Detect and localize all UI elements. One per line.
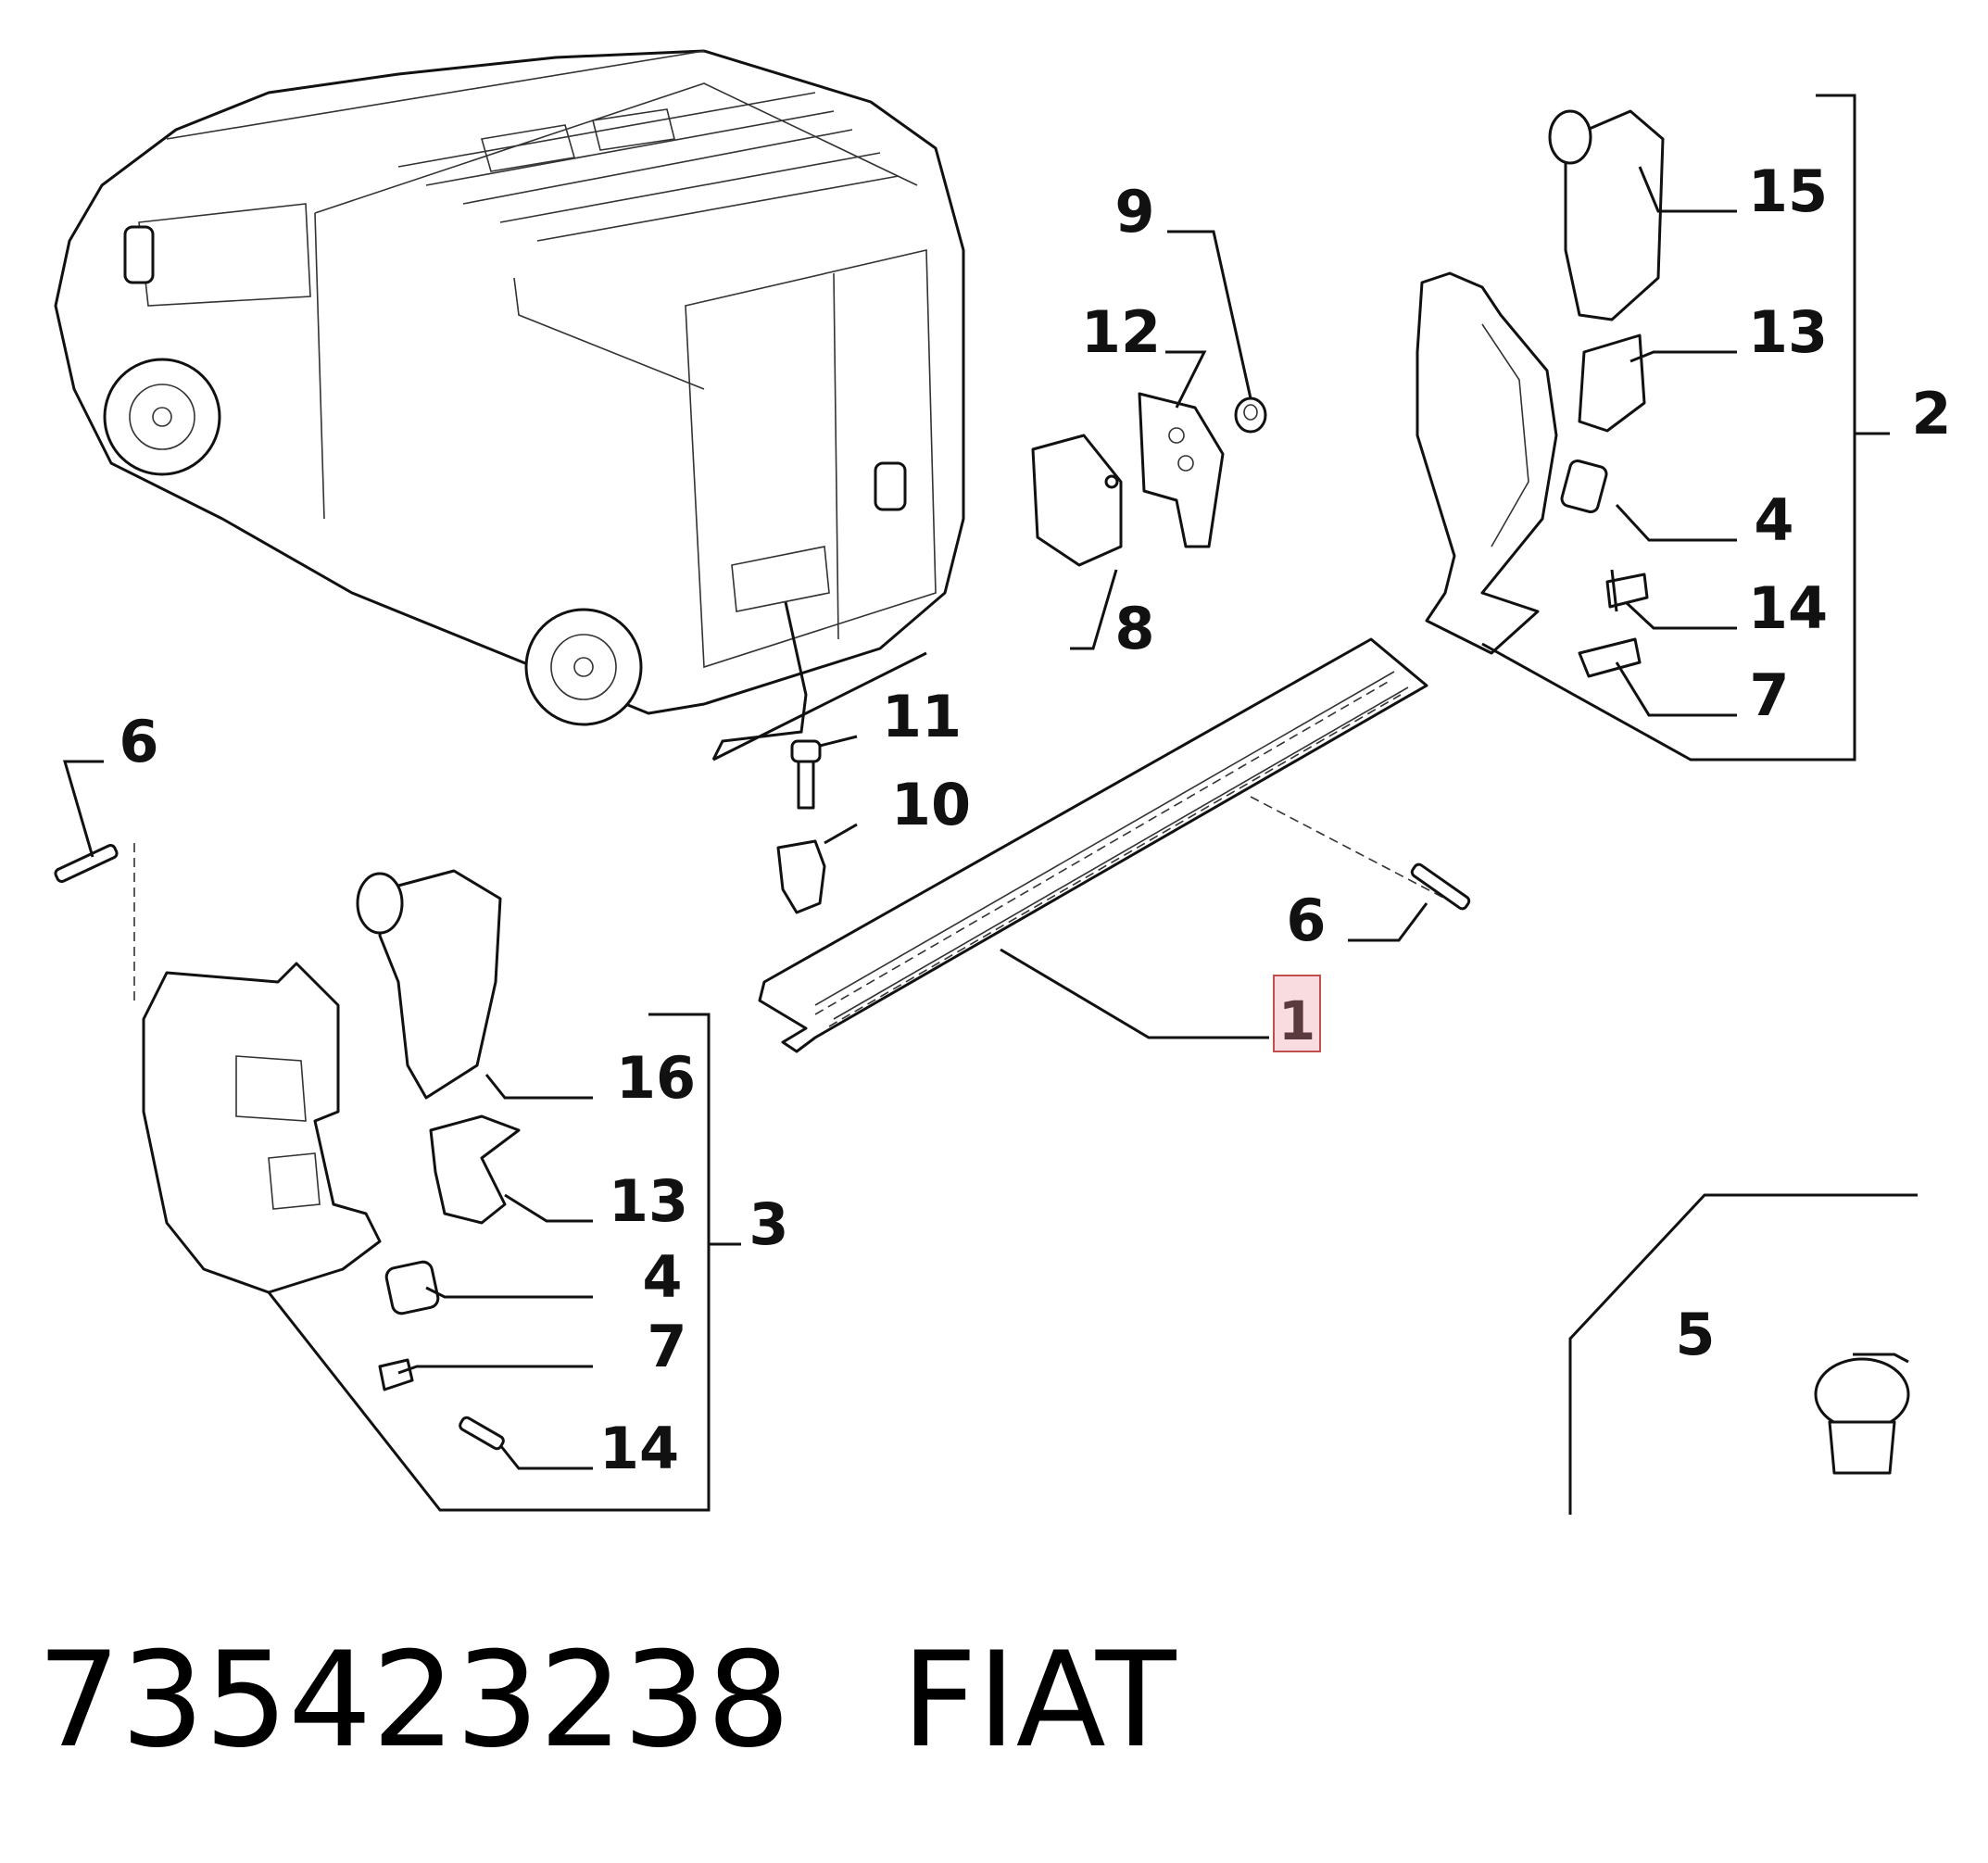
grommet-9 (1234, 397, 1267, 434)
callout-14-left[interactable]: 14 (599, 1415, 679, 1482)
callout-6-left[interactable]: 6 (119, 708, 158, 775)
right-corner-assembly (1416, 109, 1665, 678)
part-number: 735423238 (37, 1624, 791, 1777)
callout-5[interactable]: 5 (1675, 1301, 1715, 1368)
callout-14-right[interactable]: 14 (1748, 574, 1828, 642)
clip-10 (776, 839, 826, 914)
callout-4-right[interactable]: 4 (1754, 486, 1793, 554)
callout-15[interactable]: 15 (1748, 157, 1828, 225)
callout-12[interactable]: 12 (1081, 298, 1161, 366)
callouts: 1 2 3 4 4 5 6 6 7 7 8 9 10 11 12 13 13 1… (119, 157, 1951, 1482)
callout-7-right[interactable]: 7 (1749, 661, 1789, 729)
callout-13-right[interactable]: 13 (1748, 298, 1828, 366)
callout-8[interactable]: 8 (1114, 595, 1154, 662)
callout-2[interactable]: 2 (1911, 380, 1951, 447)
pad-8 (1031, 434, 1123, 567)
bolt-11 (790, 739, 822, 810)
callout-7-left[interactable]: 7 (647, 1313, 686, 1380)
highlight-box (1273, 975, 1321, 1052)
leader-lines (63, 94, 1909, 1512)
side-step (758, 637, 1446, 1053)
parts-diagram: 1 2 3 4 4 5 6 6 7 7 8 9 10 11 12 13 13 1… (54, 49, 1952, 1515)
brand-name: FIAT (901, 1624, 1176, 1777)
callout-3[interactable]: 3 (749, 1190, 788, 1258)
callout-11[interactable]: 11 (882, 683, 962, 750)
caption: 735423238 FIAT (37, 1635, 1176, 1783)
bracket-12 (1138, 392, 1225, 548)
van-illustration (54, 49, 965, 762)
callout-9[interactable]: 9 (1114, 178, 1154, 245)
callout-13-left[interactable]: 13 (609, 1167, 688, 1235)
callout-4-left[interactable]: 4 (642, 1243, 682, 1311)
callout-16[interactable]: 16 (616, 1044, 696, 1112)
callout-6-centre[interactable]: 6 (1286, 887, 1326, 954)
left-corner-assembly (54, 844, 1471, 1451)
callout-10[interactable]: 10 (891, 771, 971, 838)
callout-1[interactable]: 1 (1278, 989, 1315, 1052)
detail-inset (1568, 1193, 1918, 1515)
